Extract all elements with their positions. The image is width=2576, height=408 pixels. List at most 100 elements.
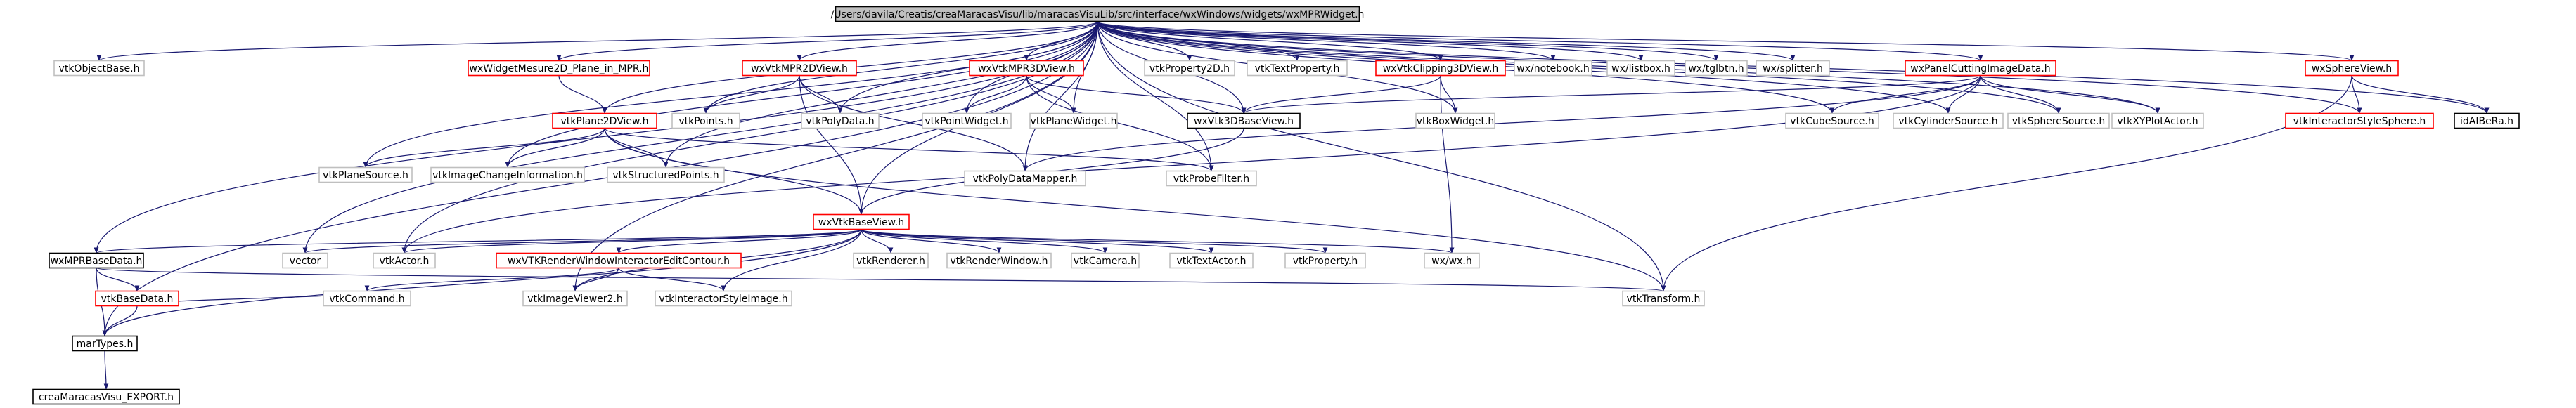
node-wxsplitter[interactable]: wx/splitter.h <box>1756 60 1830 77</box>
node-box-wxwidgetmesure2d[interactable] <box>468 60 650 77</box>
node-box-vtkcubesource[interactable] <box>1785 112 1879 129</box>
node-idaibera[interactable]: idAIBeRa.h <box>2454 112 2520 129</box>
node-box-vector[interactable] <box>282 252 328 269</box>
node-vtkcamera[interactable]: vtkCamera.h <box>1071 252 1140 269</box>
node-box-vtktextproperty[interactable] <box>1247 60 1348 77</box>
node-vtkobjectbase[interactable]: vtkObjectBase.h <box>53 60 145 77</box>
node-vector[interactable]: vector <box>282 252 328 269</box>
node-box-vtkplane2dview[interactable] <box>552 112 657 129</box>
node-vtkimageviewer2[interactable]: vtkImageViewer2.h <box>522 290 628 307</box>
node-wxvtk3dbaseview[interactable]: wxVtk3DBaseView.h <box>1187 112 1301 129</box>
node-box-wxmprbasedata[interactable] <box>49 252 144 269</box>
node-vtkimagechangeinformation[interactable]: vtkImageChangeInformation.h <box>430 166 585 183</box>
node-wxwx[interactable]: wx/wx.h <box>1424 252 1480 269</box>
node-wxpanelcuttingimagedata[interactable]: wxPanelCuttingImageData.h <box>1905 60 2056 77</box>
node-vtkrenderer[interactable]: vtkRenderer.h <box>853 252 929 269</box>
node-vtkbasedata[interactable]: vtkBaseData.h <box>95 290 179 307</box>
node-wxvtkrenderwindow[interactable]: wxVTKRenderWindowInteractorEditContour.h <box>496 252 742 269</box>
node-box-vtkobjectbase[interactable] <box>53 60 145 77</box>
node-vtkactor[interactable]: vtkActor.h <box>373 252 436 269</box>
node-vtkcubesource[interactable]: vtkCubeSource.h <box>1785 112 1879 129</box>
node-box-vtkpolydata[interactable] <box>801 112 880 129</box>
node-vtkpoints[interactable]: vtkPoints.h <box>671 112 740 129</box>
node-vtkproperty[interactable]: vtkProperty.h <box>1284 252 1366 269</box>
node-vtkpolydata[interactable]: vtkPolyData.h <box>801 112 880 129</box>
node-box-wxvtkmpr2dview[interactable] <box>742 60 857 77</box>
node-vtktextactor[interactable]: vtkTextActor.h <box>1169 252 1254 269</box>
node-box-vtkrenderwindow[interactable] <box>946 252 1052 269</box>
node-vtktransform[interactable]: vtkTransform.h <box>1622 290 1705 307</box>
node-vtkplanewidget[interactable]: vtkPlaneWidget.h <box>1029 112 1118 129</box>
node-box-wxnotebook[interactable] <box>1514 60 1592 77</box>
node-box-vtkproperty2d[interactable] <box>1144 60 1235 77</box>
node-martypes[interactable]: marTypes.h <box>72 335 138 352</box>
node-box-vtkrenderer[interactable] <box>853 252 929 269</box>
node-wxvtkclipping3dview[interactable]: wxVtkClipping3DView.h <box>1375 60 1506 77</box>
node-vtkcommand[interactable]: vtkCommand.h <box>323 290 411 307</box>
node-creaexport[interactable]: creaMaracasVisu_EXPORT.h <box>32 388 180 405</box>
node-box-vtkimagechangeinformation[interactable] <box>430 166 585 183</box>
node-box-wxpanelcuttingimagedata[interactable] <box>1905 60 2056 77</box>
node-box-vtkprobefilter[interactable] <box>1166 170 1257 187</box>
node-wxtglbtn[interactable]: wx/tglbtn.h <box>1685 60 1748 77</box>
node-vtkcylindersource[interactable]: vtkCylinderSource.h <box>1893 112 2004 129</box>
node-box-vtkinteractorstylesphere[interactable] <box>2285 112 2434 129</box>
node-box-vtkxyplotactor[interactable] <box>2111 112 2204 129</box>
node-wxvtkbaseview[interactable]: wxVtkBaseView.h <box>813 213 910 230</box>
node-box-vtkstructuredpoints[interactable] <box>607 166 725 183</box>
node-box-wxvtkmpr3dview[interactable] <box>969 60 1084 77</box>
node-box-vtkactor[interactable] <box>373 252 436 269</box>
node-box-vtkpointwidget[interactable] <box>922 112 1012 129</box>
node-box-wxsplitter[interactable] <box>1756 60 1830 77</box>
node-vtkspheresource[interactable]: vtkSphereSource.h <box>2007 112 2110 129</box>
node-box-wxvtkclipping3dview[interactable] <box>1375 60 1506 77</box>
node-box-vtkpolydatamapper[interactable] <box>964 170 1086 187</box>
node-box-vtkproperty[interactable] <box>1284 252 1366 269</box>
node-box-wxvtk3dbaseview[interactable] <box>1187 112 1301 129</box>
node-vtkstructuredpoints[interactable]: vtkStructuredPoints.h <box>607 166 725 183</box>
node-box-vtkcylindersource[interactable] <box>1893 112 2004 129</box>
node-wxwidgetmesure2d[interactable]: wxWidgetMesure2D_Plane_in_MPR.h <box>468 60 650 77</box>
node-box-vtkcommand[interactable] <box>323 290 411 307</box>
node-vtkxyplotactor[interactable]: vtkXYPlotActor.h <box>2111 112 2204 129</box>
node-box-wxvtkrenderwindow[interactable] <box>496 252 742 269</box>
node-vtkpolydatamapper[interactable]: vtkPolyDataMapper.h <box>964 170 1086 187</box>
node-vtkinteractorstylesphere[interactable]: vtkInteractorStyleSphere.h <box>2285 112 2434 129</box>
node-box-creaexport[interactable] <box>32 388 180 405</box>
node-box-vtkboxwidget[interactable] <box>1415 112 1495 129</box>
node-box-vtkimageviewer2[interactable] <box>522 290 628 307</box>
node-box-vtkspheresource[interactable] <box>2007 112 2110 129</box>
node-box-vtktransform[interactable] <box>1622 290 1705 307</box>
node-box-vtkpoints[interactable] <box>671 112 740 129</box>
node-vtkrenderwindow[interactable]: vtkRenderWindow.h <box>946 252 1052 269</box>
node-vtkplane2dview[interactable]: vtkPlane2DView.h <box>552 112 657 129</box>
node-wxlistbox[interactable]: wx/listbox.h <box>1606 60 1675 77</box>
node-wxmprbasedata[interactable]: wxMPRBaseData.h <box>49 252 144 269</box>
node-box-vtkplanesource[interactable] <box>318 166 413 183</box>
node-box-vtkinteractorstyleimage[interactable] <box>655 290 792 307</box>
node-vtkplanesource[interactable]: vtkPlaneSource.h <box>318 166 413 183</box>
node-box-vtkbasedata[interactable] <box>95 290 179 307</box>
node-box-root[interactable] <box>835 6 1360 22</box>
node-wxvtkmpr2dview[interactable]: wxVtkMPR2DView.h <box>742 60 857 77</box>
node-vtkprobefilter[interactable]: vtkProbeFilter.h <box>1166 170 1257 187</box>
node-wxsphereview[interactable]: wxSphereView.h <box>2305 60 2399 77</box>
node-root[interactable]: /Users/davila/Creatis/creaMaracasVisu/li… <box>831 6 1365 22</box>
node-box-vtkplanewidget[interactable] <box>1029 112 1118 129</box>
node-box-wxvtkbaseview[interactable] <box>813 213 910 230</box>
node-box-vtktextactor[interactable] <box>1169 252 1254 269</box>
node-vtkproperty2d[interactable]: vtkProperty2D.h <box>1144 60 1235 77</box>
node-box-vtkcamera[interactable] <box>1071 252 1140 269</box>
node-box-wxwx[interactable] <box>1424 252 1480 269</box>
node-box-idaibera[interactable] <box>2454 112 2520 129</box>
node-box-wxlistbox[interactable] <box>1606 60 1675 77</box>
node-wxvtkmpr3dview[interactable]: wxVtkMPR3DView.h <box>969 60 1084 77</box>
node-box-wxsphereview[interactable] <box>2305 60 2399 77</box>
node-wxnotebook[interactable]: wx/notebook.h <box>1514 60 1592 77</box>
node-vtkinteractorstyleimage[interactable]: vtkInteractorStyleImage.h <box>655 290 792 307</box>
node-vtktextproperty[interactable]: vtkTextProperty.h <box>1247 60 1348 77</box>
node-vtkpointwidget[interactable]: vtkPointWidget.h <box>922 112 1012 129</box>
node-box-wxtglbtn[interactable] <box>1685 60 1748 77</box>
node-box-martypes[interactable] <box>72 335 138 352</box>
node-vtkboxwidget[interactable]: vtkBoxWidget.h <box>1415 112 1495 129</box>
